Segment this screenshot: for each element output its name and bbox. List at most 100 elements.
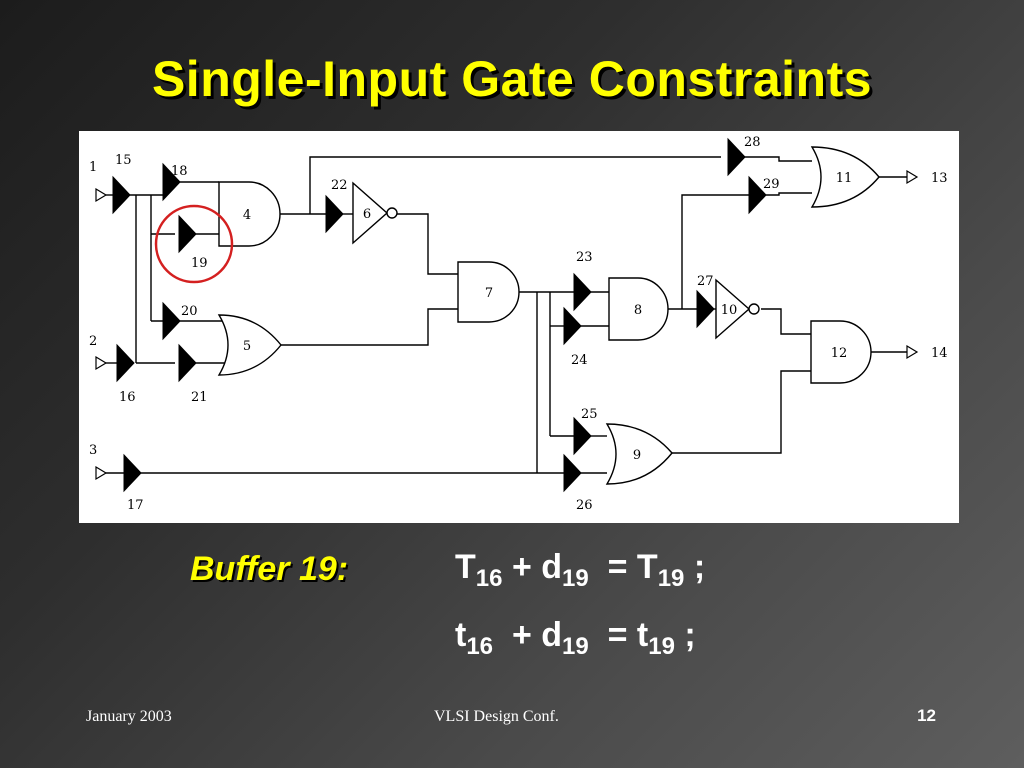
- pin-label-1: 1: [89, 160, 97, 175]
- buffer-17: [123, 453, 142, 493]
- wire-g7-out: [519, 291, 574, 473]
- buffer-label-19: 19: [191, 256, 208, 271]
- input-pin-1: [95, 187, 108, 203]
- buffer-label-21: 21: [191, 390, 208, 405]
- buffer-label-25: 25: [581, 407, 598, 422]
- buffer-18: [162, 162, 181, 202]
- input-pin-3: [95, 465, 108, 481]
- io-pins: 1 2 3 13 14: [89, 160, 948, 481]
- buffer-label-22: 22: [331, 178, 348, 193]
- and-gate-4: [218, 181, 281, 247]
- buffer-label-20: 20: [181, 304, 198, 319]
- buffer-23: [573, 272, 592, 312]
- circuit-schematic: 1 2 3 13 14 15 16 17: [89, 135, 948, 513]
- equation-label: Buffer 19:: [190, 550, 349, 588]
- buffer-28: [727, 137, 746, 177]
- or-gate-5: [217, 314, 282, 376]
- gate-label-10: 10: [721, 303, 738, 318]
- not-gate-10: [715, 278, 751, 340]
- wire-g9-g12: [672, 370, 811, 454]
- output-pin-14: [906, 344, 919, 360]
- and-gate-12: [810, 320, 872, 384]
- eq2-op1: + d: [511, 616, 563, 654]
- not-gate-6: [352, 181, 389, 245]
- buffer-26: [563, 453, 582, 493]
- buffer-22: [325, 194, 344, 234]
- not-bubble-10: [748, 303, 760, 315]
- slide-title: Single-Input Gate Constraints: [151, 51, 873, 107]
- buffer-label-29: 29: [763, 177, 780, 192]
- gate-label-7: 7: [485, 286, 493, 301]
- wire-g8-out: [668, 194, 749, 310]
- eq2-sub-b: 19: [562, 633, 589, 660]
- equation-line-2: t16 + d19 = t19 ;: [455, 616, 696, 661]
- highlight-circle: [154, 204, 234, 284]
- eq2-sub-a: 16: [466, 633, 494, 660]
- buffer-19: [178, 214, 197, 254]
- gate-label-6: 6: [363, 207, 371, 222]
- buffer-label-28: 28: [744, 135, 761, 150]
- eq1-term-a: T: [455, 548, 476, 586]
- eq1-sub-a: 16: [475, 565, 503, 592]
- buffer-label-16: 16: [119, 390, 136, 405]
- wire-g4-out: [280, 156, 721, 215]
- buffer-24: [563, 306, 582, 346]
- eq1-sub-c: 19: [657, 565, 685, 592]
- wires: [106, 156, 907, 474]
- eq2-end: ;: [684, 616, 696, 654]
- buffer-16: [116, 343, 135, 383]
- wire-b29-g11: [766, 192, 812, 196]
- input-pin-2: [95, 355, 108, 371]
- buffer-label-24: 24: [571, 353, 588, 368]
- output-pin-13: [906, 169, 919, 185]
- gates: 4 5 6 7 8 9 10 11 12: [217, 146, 880, 485]
- eq2-term-a: t: [455, 616, 467, 654]
- pin-label-13: 13: [931, 171, 948, 186]
- wire-net16: [135, 361, 175, 364]
- footer-date: January 2003: [86, 708, 172, 725]
- and-gate-7: [457, 261, 520, 323]
- buffer-20: [162, 301, 181, 341]
- buffer-25: [573, 416, 592, 456]
- buffer-label-27: 27: [697, 274, 714, 289]
- gate-label-11: 11: [836, 171, 853, 186]
- eq1-sub-b: 19: [562, 565, 589, 592]
- eq1-op2: = T: [607, 548, 658, 586]
- wire-net15: [130, 194, 175, 361]
- not-bubble-6: [386, 207, 398, 219]
- wire-b28-g11: [738, 156, 812, 162]
- buffer-label-17: 17: [127, 498, 144, 513]
- buffer-21: [178, 343, 197, 383]
- pin-label-3: 3: [89, 443, 97, 458]
- footer-conference: VLSI Design Conf.: [434, 708, 559, 725]
- wire-g10-g12: [761, 308, 811, 335]
- wire-g5-g7: [281, 308, 458, 346]
- or-gate-11: [810, 146, 880, 208]
- eq1-end: ;: [693, 548, 706, 586]
- gate-label-9: 9: [633, 448, 641, 463]
- buffer-labels: 15 16 17 18 19 20 21 22 23 24 25 26 27 2…: [115, 135, 780, 513]
- pin-label-14: 14: [931, 346, 948, 361]
- gate-label-8: 8: [634, 303, 642, 318]
- pin-label-2: 2: [89, 334, 97, 349]
- wire-g6-g7: [397, 213, 458, 275]
- eq2-op2: = t: [607, 616, 649, 654]
- buffer-label-18: 18: [171, 164, 188, 179]
- gate-label-5: 5: [243, 339, 251, 354]
- buffers: [112, 137, 767, 493]
- buffer-label-26: 26: [576, 498, 593, 513]
- eq1-op1: + d: [511, 548, 563, 586]
- or-gate-9: [605, 423, 673, 485]
- buffer-27: [696, 289, 715, 329]
- buffer-label-23: 23: [576, 250, 593, 265]
- page-number: 12: [917, 706, 936, 725]
- buffer-29: [748, 175, 767, 215]
- buffer-label-15: 15: [115, 153, 132, 168]
- eq2-sub-c: 19: [648, 633, 675, 660]
- gate-label-12: 12: [831, 346, 848, 361]
- and-gate-8: [608, 277, 669, 341]
- buffer-15: [112, 175, 131, 215]
- gate-label-4: 4: [243, 208, 251, 223]
- circuit-diagram: 1 2 3 13 14 15 16 17: [79, 131, 959, 523]
- equation-line-1: T16 + d19 = T19 ;: [455, 548, 705, 593]
